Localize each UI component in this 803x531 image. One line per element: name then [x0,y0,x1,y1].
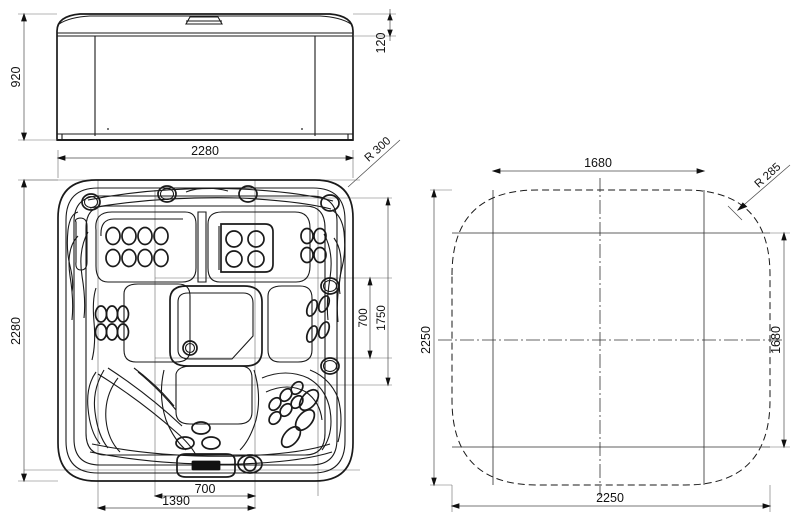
spa-right-wall-contour [323,209,346,323]
footprint-inner-rect [452,190,770,485]
dim-label-700-horizontal: 700 [195,482,216,496]
dim-label-120: 120 [374,33,388,54]
dimension-plan-depth: 2280 [9,178,58,483]
dim-label-1680-right: 1680 [769,326,783,354]
control-panel-cluster [218,223,274,273]
elevation-view: 920 120 [9,9,396,142]
seat-upper-middle [197,211,311,283]
dimension-plan-width: 2280 [56,144,355,178]
drain-fitting-bottom [237,454,263,474]
dim-label-1390: 1390 [162,494,190,508]
headrest-row-top [81,185,340,212]
jet-cluster-mid-left [94,305,130,341]
dimension-inner-depth-700: 700 [358,276,373,360]
footwell-jets-bottom [175,421,221,450]
dimension-elevation-height: 920 [9,12,57,142]
seat-upper-left [66,211,197,321]
dimension-footprint-width-1680: 1680 [491,156,706,174]
dim-label-r285: R 285 [753,161,784,190]
dimension-corner-radius-r300: R 300 [347,135,401,188]
headrest-row-right [320,277,340,375]
centre-footwell [169,285,263,367]
dimension-rim-height: 120 [353,9,396,53]
dimension-inner-width-1390: 1390 [96,494,257,511]
seat-lower-middle [160,365,260,451]
dim-label-1750: 1750 [376,305,388,331]
dim-label-1680-top: 1680 [584,156,612,170]
dim-label-plan-2280: 2280 [191,144,219,158]
dim-label-920: 920 [9,67,23,88]
jet-cluster-mid-right [305,295,331,343]
dimension-footprint-height-2250: 2250 [419,188,452,487]
elevation-cabinet [56,13,354,141]
jet-cluster-lower-right [268,380,320,449]
dim-label-700-vertical: 700 [358,308,370,327]
dim-label-plan-depth-2280: 2280 [9,317,23,345]
jet-cluster-upper-right [300,227,327,264]
dim-label-2250-left: 2250 [419,326,433,354]
seat-middle-left [91,283,191,363]
dimension-footprint-height-1680: 1680 [704,231,790,449]
dimension-footprint-width-2250: 2250 [450,485,772,512]
dimension-inner-width-700: 700 [153,482,257,499]
spa-outer-shell [57,179,354,482]
dimension-inner-depth-1750: 1750 [376,196,391,387]
dim-label-2250-bottom: 2250 [596,491,624,505]
topside-control-panel[interactable] [176,453,236,478]
dimension-footprint-radius-r285: R 285 [727,161,791,221]
footprint-view: 1680 R 285 2250 1680 [419,156,791,512]
plan-view: 2280 R 300 [9,135,401,511]
seat-middle-right [267,285,313,363]
footprint-outline [451,189,771,486]
jet-cluster-upper-left [105,226,169,268]
seat-lower-left [87,367,197,456]
